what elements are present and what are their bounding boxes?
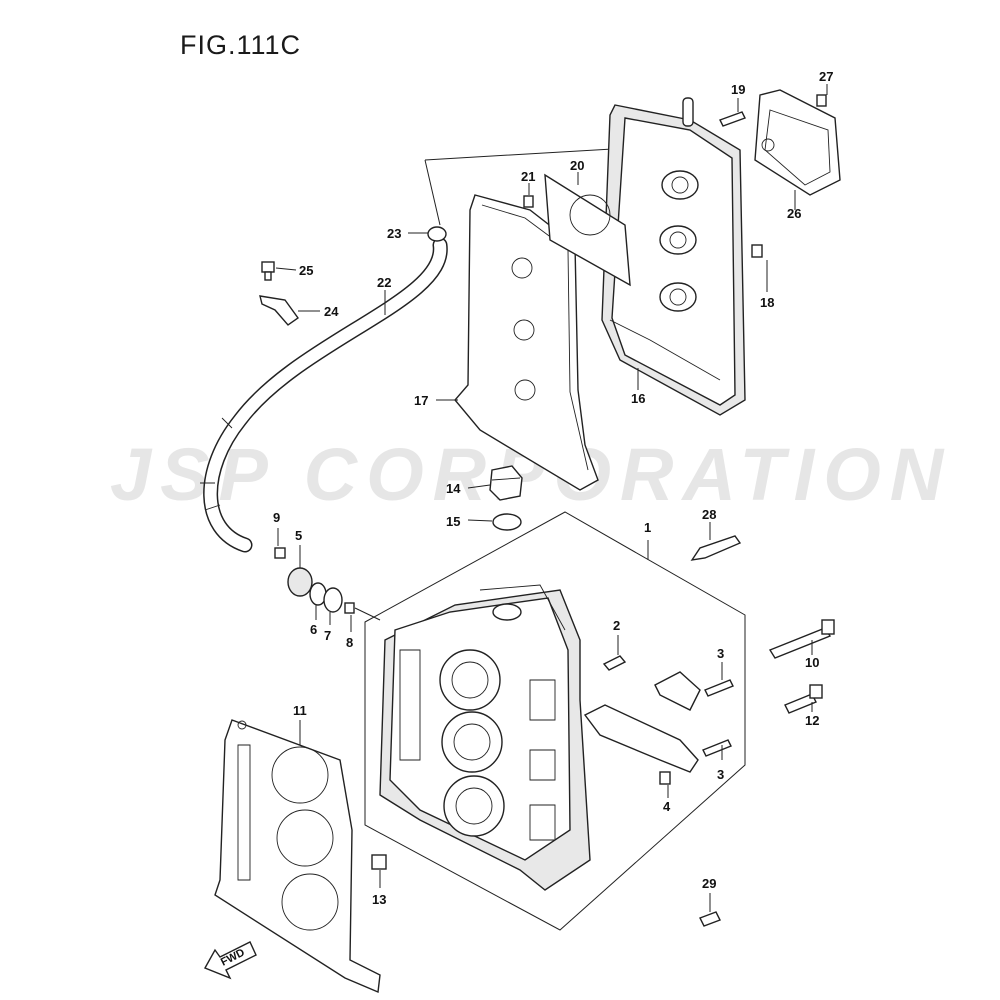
part-label-16: 16 — [631, 391, 645, 406]
hose-bracket — [259, 295, 299, 326]
bolt-27 — [816, 94, 827, 107]
part-label-2: 2 — [613, 618, 620, 633]
part-label-25: 25 — [299, 263, 313, 278]
pin-2 — [602, 655, 627, 671]
part-label-23: 23 — [387, 226, 401, 241]
bolt-3-lower — [702, 739, 732, 757]
part-label-7: 7 — [324, 628, 331, 643]
bolt-21 — [523, 195, 534, 208]
part-label-15: 15 — [446, 514, 460, 529]
bolt-12-head — [809, 684, 823, 699]
cover-plate — [544, 173, 631, 287]
figure-title: FIG.111C — [180, 30, 302, 60]
part-label-20: 20 — [570, 158, 584, 173]
cam-cap — [654, 671, 701, 711]
dowel-4 — [659, 771, 671, 785]
part-label-11: 11 — [293, 703, 307, 718]
oil-filler-cap — [489, 465, 523, 501]
bolt-18 — [751, 244, 763, 258]
bolt-3-upper — [704, 679, 734, 697]
part-label-13: 13 — [372, 892, 386, 907]
part-label-19: 19 — [731, 82, 745, 97]
leader-lines — [275, 84, 828, 912]
o-ring — [492, 513, 522, 531]
cam-bracket — [583, 704, 699, 773]
pin-29 — [699, 911, 721, 927]
head-gasket — [214, 719, 381, 994]
part-label-18: 18 — [760, 295, 774, 310]
bolt-25 — [261, 261, 275, 281]
cylinder-head — [379, 584, 591, 891]
part-label-22: 22 — [377, 275, 391, 290]
bolt-10-head — [821, 619, 835, 635]
breather-hose — [200, 237, 448, 553]
side-cover — [754, 89, 841, 196]
part-label-5: 5 — [295, 528, 302, 543]
hose-clamp — [427, 226, 447, 242]
part-label-4: 4 — [663, 799, 671, 814]
part-label-26: 26 — [787, 206, 801, 221]
part-label-9: 9 — [273, 510, 280, 525]
bolt-12 — [784, 693, 817, 714]
assembly-outline — [364, 511, 746, 931]
part-label-24: 24 — [324, 304, 339, 319]
thermostat-parts — [274, 547, 381, 621]
part-label-29: 29 — [702, 876, 716, 891]
spark-plug — [690, 535, 742, 561]
bolt-19 — [719, 111, 746, 127]
part-label-14: 14 — [446, 481, 461, 496]
part-label-12: 12 — [805, 713, 819, 728]
part-label-21: 21 — [521, 169, 535, 184]
bolt-10 — [768, 627, 832, 659]
part-label-27: 27 — [819, 69, 833, 84]
dowel-13 — [371, 854, 387, 870]
fwd-arrow — [204, 941, 257, 980]
head-cover — [601, 97, 746, 416]
part-label-1: 1 — [644, 520, 651, 535]
part-label-28: 28 — [702, 507, 716, 522]
part-label-17: 17 — [414, 393, 428, 408]
part-label-10: 10 — [805, 655, 819, 670]
part-label-8: 8 — [346, 635, 353, 650]
part-label-3: 3 — [717, 646, 724, 661]
part-label-6: 6 — [310, 622, 317, 637]
part-label-3: 3 — [717, 767, 724, 782]
